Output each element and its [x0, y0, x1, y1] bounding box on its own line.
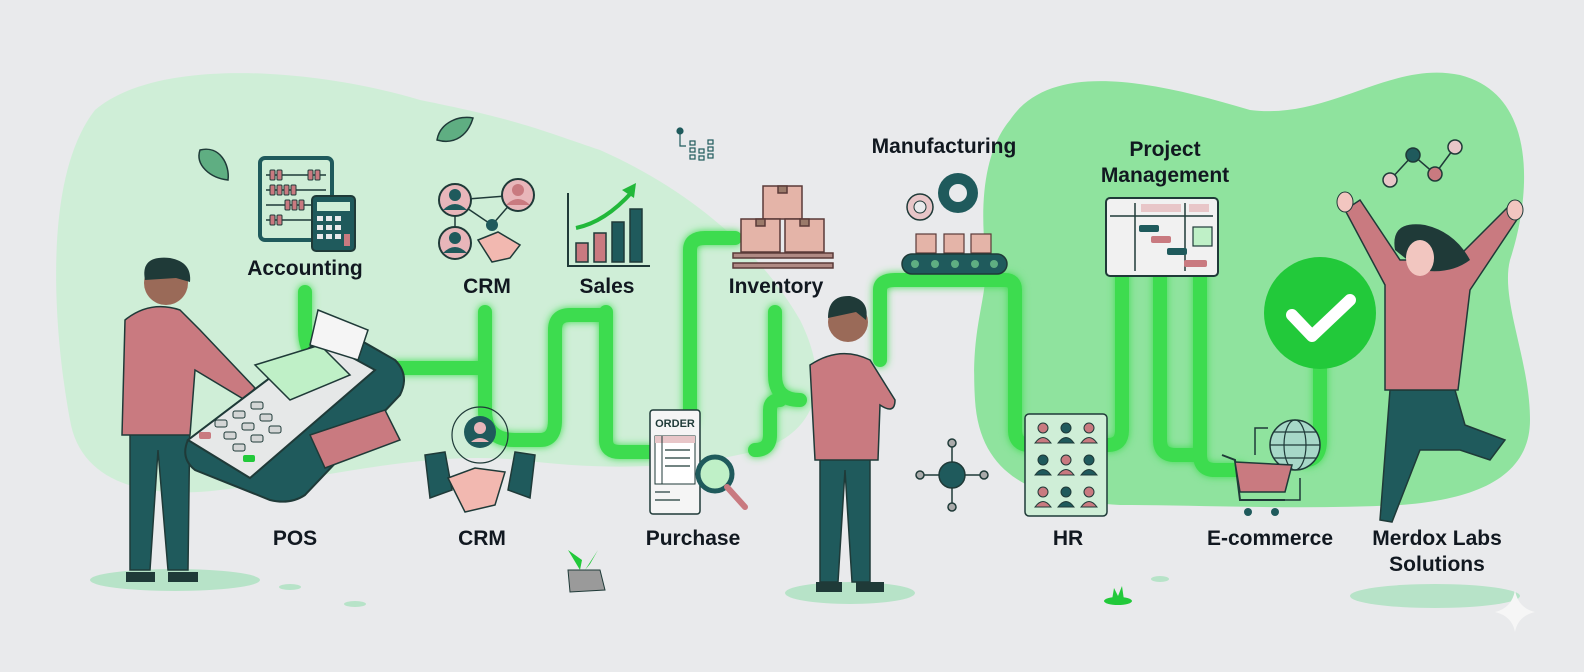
label-project-management: Project Management [1100, 138, 1230, 187]
label-purchase: Purchase [645, 527, 741, 550]
shopping-cart-globe-icon [1221, 419, 1321, 516]
leaf-icon [198, 116, 474, 181]
success-check-icon [1264, 257, 1376, 369]
people-network-icon [438, 178, 535, 263]
gears-conveyor-icon [901, 173, 1008, 275]
order-doc-title: ORDER [655, 418, 695, 430]
label-manufacturing: Manufacturing [871, 135, 1017, 158]
handshake-icon [424, 406, 536, 513]
label-sales: Sales [579, 275, 635, 298]
employees-grid-icon [1024, 413, 1108, 517]
node-decoration [915, 438, 989, 512]
growth-chart-icon [567, 183, 650, 267]
label-crm-bottom: CRM [458, 527, 506, 550]
boxes-pallet-icon [732, 185, 834, 269]
molecule-decoration [1382, 139, 1463, 188]
label-ecommerce: E-commerce [1206, 527, 1334, 550]
label-inventory: Inventory [728, 275, 824, 298]
label-merdox-labs-solutions: Merdox Labs Solutions [1372, 527, 1502, 576]
circuit-decoration [676, 127, 714, 161]
pos-terminal-icon [184, 308, 405, 503]
label-accounting: Accounting [247, 257, 363, 280]
label-crm-top: CRM [463, 275, 511, 298]
ground-shadows [90, 569, 1520, 608]
sparkle-icon [1495, 590, 1535, 632]
label-pos: POS [272, 527, 318, 550]
order-document-icon [649, 409, 748, 515]
gantt-chart-icon [1105, 197, 1219, 277]
thinking-person [809, 295, 896, 592]
pos-cashier-person [121, 257, 257, 582]
label-hr: HR [1052, 527, 1084, 550]
abacus-calculator-icon [258, 156, 356, 252]
celebrating-person [1336, 191, 1524, 523]
plant-decoration [567, 550, 1132, 605]
